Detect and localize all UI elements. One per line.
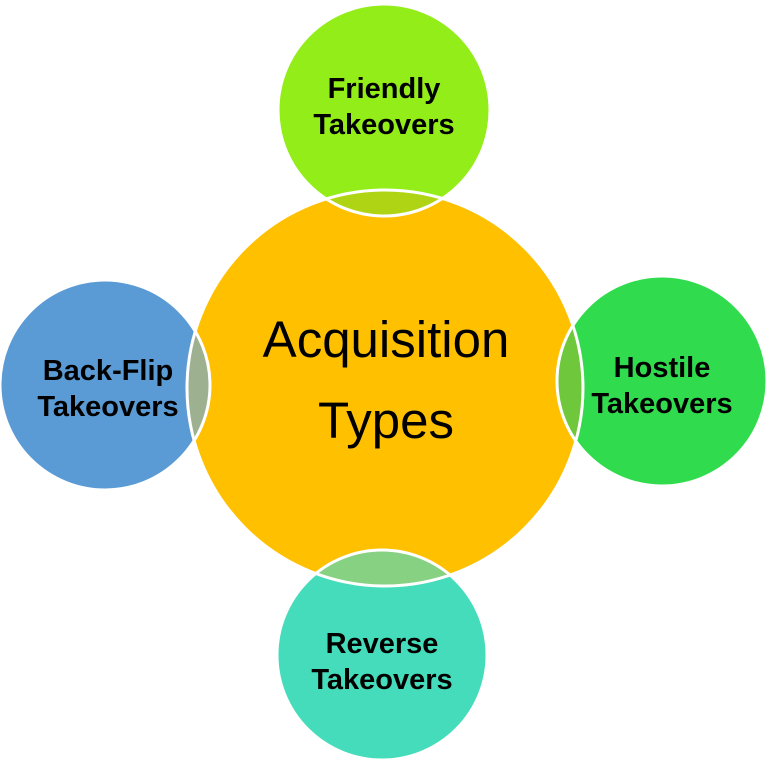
reverse-label-line-1: Reverse xyxy=(326,628,439,660)
hostile-circle-outline xyxy=(555,274,768,488)
friendly-takeovers-circle xyxy=(278,4,490,216)
reverse-circle-outline xyxy=(275,548,489,762)
center-circle xyxy=(187,190,583,586)
hostile-label-line-1: Hostile xyxy=(614,352,711,384)
reverse-takeovers-circle xyxy=(277,550,487,760)
center-title-line-2: Types xyxy=(318,392,454,449)
back-flip-label-line-2: Takeovers xyxy=(37,391,178,423)
reverse-label-line-2: Takeovers xyxy=(311,664,452,696)
hostile-label-line-2: Takeovers xyxy=(591,388,732,420)
back-flip-takeovers-circle xyxy=(0,280,210,490)
friendly-label-line-1: Friendly xyxy=(328,73,441,105)
friendly-circle-outline xyxy=(276,2,492,218)
back-flip-circle-outline xyxy=(0,278,212,492)
friendly-label-line-2: Takeovers xyxy=(313,109,454,141)
center-title-line-1: Acquisition xyxy=(263,311,510,368)
back-flip-label-line-1: Back-Flip xyxy=(43,355,174,387)
hostile-takeovers-circle xyxy=(557,276,767,486)
center-circle-outline xyxy=(185,188,585,588)
